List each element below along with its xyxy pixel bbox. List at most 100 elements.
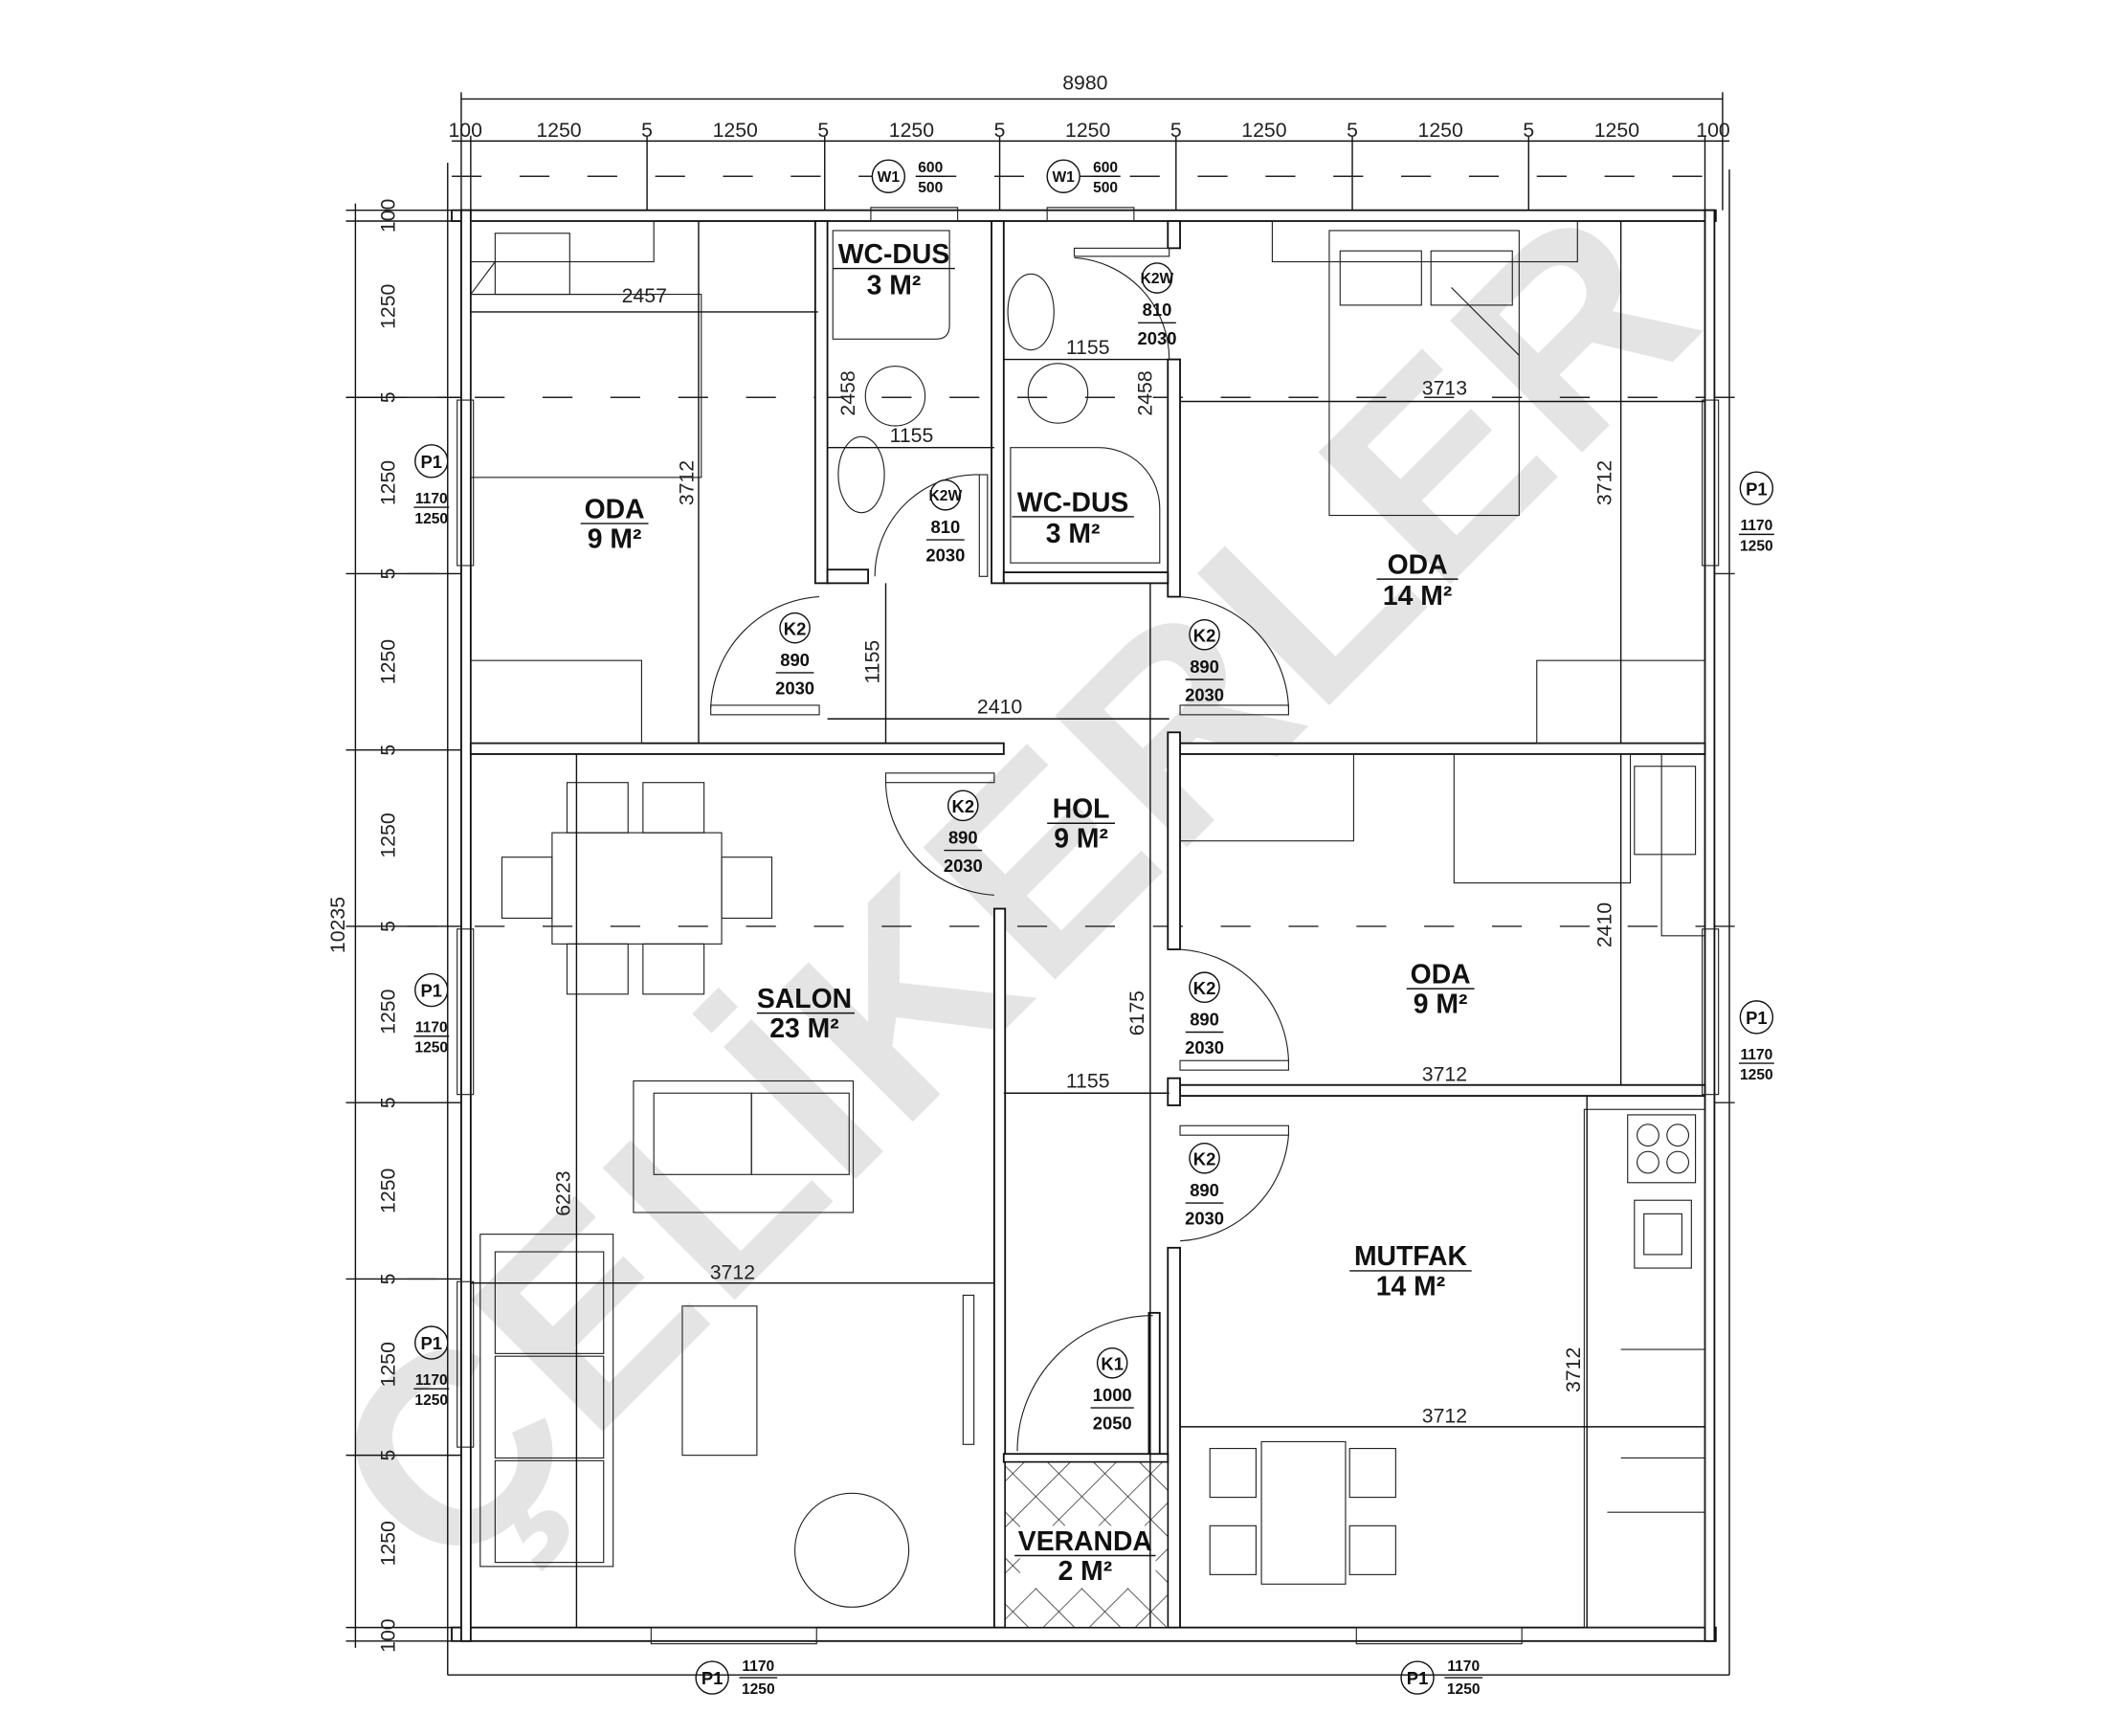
label-text: 3712 xyxy=(675,460,698,505)
label-text: W1 xyxy=(878,169,901,186)
label-text: 5 xyxy=(1347,119,1358,142)
label-text: K2W xyxy=(929,488,963,504)
label-text: K2 xyxy=(1193,1148,1216,1168)
walls xyxy=(451,209,1717,1642)
label-text: 100 xyxy=(448,119,481,142)
label-text: 890 xyxy=(780,650,810,670)
label-text: ODA xyxy=(585,494,645,524)
label-text: MUTFAK xyxy=(1354,1241,1468,1272)
label-text: 3712 xyxy=(1562,1347,1585,1392)
label-text: 9 M² xyxy=(588,524,642,555)
label-text: 5 xyxy=(376,921,399,932)
windows xyxy=(457,207,1720,1645)
label-text: 100 xyxy=(376,1618,399,1652)
label-text: HOL xyxy=(1053,794,1110,825)
label-text: 1155 xyxy=(860,640,883,684)
label-text: 5 xyxy=(994,119,1006,142)
label-text: 1250 xyxy=(376,460,399,505)
label-text: 1155 xyxy=(890,424,934,447)
label-text: P1 xyxy=(421,452,443,472)
label-text: 5 xyxy=(376,745,399,756)
label-text: 1250 xyxy=(1740,1067,1773,1083)
label-text: 1250 xyxy=(376,1342,399,1387)
label-text: 3712 xyxy=(710,1260,755,1283)
label-text: P1 xyxy=(421,1333,443,1353)
label-text: 1170 xyxy=(1447,1658,1480,1675)
label-text: K2 xyxy=(784,618,807,638)
label-text: 3 M² xyxy=(1046,519,1101,549)
label-text: 1250 xyxy=(376,812,399,857)
label-text: VERANDA xyxy=(1018,1526,1152,1557)
dim-overall-width: 8980 xyxy=(1062,72,1107,95)
label-text: 1170 xyxy=(415,1019,448,1035)
label-text: 2030 xyxy=(1185,1037,1224,1057)
doors xyxy=(710,247,1289,1452)
label-text: 500 xyxy=(918,180,943,196)
label-text: 1250 xyxy=(1241,119,1286,142)
label-text: 5 xyxy=(376,1450,399,1461)
label-text: 810 xyxy=(931,517,961,537)
label-text: P1 xyxy=(702,1668,724,1688)
label-text: 5 xyxy=(376,391,399,403)
label-text: 2030 xyxy=(775,679,814,699)
label-text: 1250 xyxy=(376,1168,399,1213)
label-text: 100 xyxy=(1696,119,1729,142)
label-text: 5 xyxy=(817,119,829,142)
label-text: 9 M² xyxy=(1414,990,1468,1020)
label-text: 100 xyxy=(376,199,399,233)
label-text: SALON xyxy=(757,984,852,1014)
label-text: ODA xyxy=(1388,549,1448,580)
label-text: ODA xyxy=(1411,959,1471,990)
label-text: 1250 xyxy=(1447,1681,1481,1698)
label-text: 5 xyxy=(1523,119,1534,142)
label-text: 1250 xyxy=(376,284,399,329)
label-text: 600 xyxy=(1093,160,1118,176)
label-text: 14 M² xyxy=(1376,1271,1445,1302)
label-text: 3 M² xyxy=(867,271,922,301)
label-text: 2410 xyxy=(977,695,1022,718)
dim-overall-height: 10235 xyxy=(326,897,349,953)
label-text: 1250 xyxy=(376,639,399,684)
label-text: 1250 xyxy=(414,1392,448,1409)
label-text: 890 xyxy=(948,827,978,847)
label-text: 1170 xyxy=(742,1658,774,1675)
label-text: 2457 xyxy=(622,284,667,307)
label-text: 23 M² xyxy=(769,1013,838,1044)
label-text: 9 M² xyxy=(1054,824,1108,855)
label-text: 1170 xyxy=(415,1372,448,1389)
label-text: 1250 xyxy=(1740,538,1773,554)
interior-dimension-lines xyxy=(470,221,1705,1628)
label-text: 890 xyxy=(1190,1180,1219,1200)
door-tag-k2: K2 890 2030 xyxy=(775,612,814,699)
label-text: 2030 xyxy=(1185,1209,1224,1229)
label-text: 1250 xyxy=(1594,119,1639,142)
label-text: 2458 xyxy=(836,370,859,415)
label-text: 810 xyxy=(1143,300,1172,320)
label-text: 2030 xyxy=(944,856,983,876)
dimension-lines xyxy=(345,92,1750,1676)
label-text: 2030 xyxy=(1137,328,1176,348)
label-text: 1250 xyxy=(1418,119,1463,142)
label-text: 1155 xyxy=(1066,336,1110,359)
label-text: 1250 xyxy=(414,1040,448,1057)
label-text: K2 xyxy=(952,796,975,816)
label-text: 500 xyxy=(1093,180,1118,196)
label-text: 1250 xyxy=(889,119,934,142)
label-text: 5 xyxy=(376,1273,399,1284)
interior-dimensions: 2457 3712 2458 1155 1155 2458 3713 3712 … xyxy=(551,284,1615,1428)
label-text: WC-DUS xyxy=(1017,487,1128,518)
